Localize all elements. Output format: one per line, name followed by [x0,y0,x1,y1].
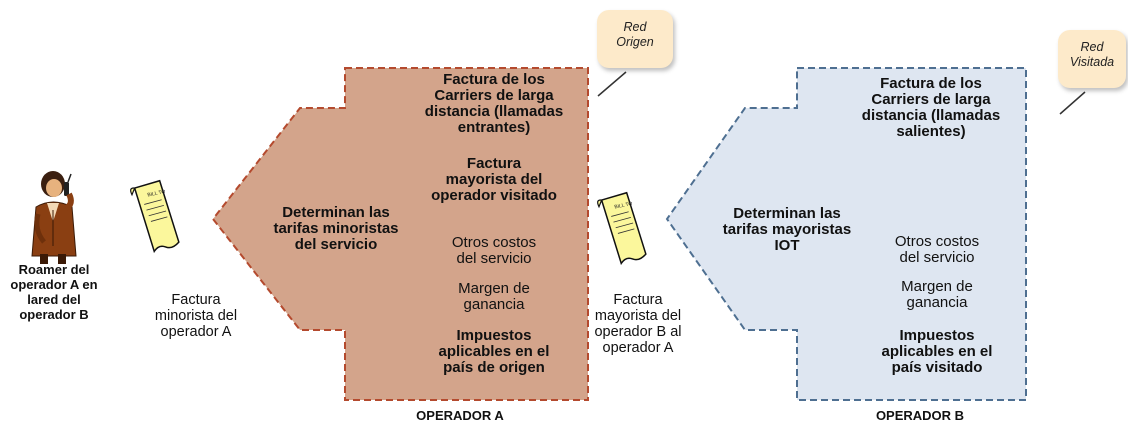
invoice-retail-label-line-3: operador A [160,324,232,340]
operator-b-footer-label: OPERADOR B [875,408,965,423]
operator-a-arrow-shape [211,67,589,401]
operator-a-other-costs-item: Otros costos del servicio [416,235,572,267]
invoice-retail-doc-text: BILL TO [147,189,166,199]
operator-a-taxes-item: Impuestos aplicables en el país de orige… [416,328,572,376]
operator-b-callout-line-2: Visitada [1069,55,1115,69]
operator-a-arrow-line-2: tarifas minoristas [273,220,399,237]
roamer-label-line-4: operador B [19,307,89,322]
operator-b-margin-line-2: ganancia [906,294,968,311]
operator-b-arrow-line-1: Determinan las [733,205,841,222]
operator-a-margin-line-2: ganancia [463,296,525,313]
invoice-wholesale-label-line-4: operador A [602,340,674,356]
operator-a-footer-label: OPERADOR A [416,408,504,423]
invoice-retail-document-icon: BILL TO [130,179,180,254]
operator-a-other-costs-line-1: Otros costos [451,234,537,251]
invoice-wholesale-label-line-3: operador B al [594,324,682,340]
operator-b-callout: Red Visitada [1058,30,1126,88]
invoice-retail-label-line-1: Factura [171,292,221,308]
operator-b-taxes-line-2: aplicables en el [881,343,993,360]
operator-a-margin-item: Margen de ganancia [416,281,572,313]
operator-a-callout-line-1: Red [623,20,647,34]
operator-b-taxes-item: Impuestos aplicables en el país visitado [862,328,1012,376]
invoice-retail-label: Factura minorista del operador A [140,292,252,340]
operator-a-arrow-line-1: Determinan las [282,204,390,221]
invoice-wholesale-label-line-1: Factura [613,292,663,308]
operator-a-other-costs-line-2: del servicio [456,250,532,267]
operator-a-taxes-line-1: Impuestos [456,327,532,344]
operator-b-carriers-item: Factura de los Carriers de larga distanc… [852,76,1010,140]
invoice-wholesale-document-icon: BILL TO [597,191,647,266]
operator-b-carriers-line-2: Carriers de larga [871,91,991,108]
operator-a-carriers-line-3: distancia (llamadas [424,103,564,120]
invoice-retail-label-line-2: minorista del [154,308,238,324]
operator-b-carriers-line-3: distancia (llamadas [861,107,1001,124]
operator-b-other-costs-item: Otros costos del servicio [862,234,1012,266]
operator-a-carriers-item: Factura de los Carriers de larga distanc… [416,72,572,136]
operator-b-callout-line-1: Red [1080,40,1104,54]
operator-a-carriers-line-2: Carriers de larga [434,87,554,104]
operator-a-callout-pointer [597,71,627,97]
operator-b-arrow-line-3: IOT [774,237,800,254]
roamer-label-line-2: operador A en [10,277,98,292]
operator-a-taxes-line-2: aplicables en el [438,343,550,360]
invoice-wholesale-doc-text: BILL TO [614,201,633,211]
operator-b-callout-pointer [1059,91,1086,115]
operator-b-arrow-line-2: tarifas mayoristas [722,221,852,238]
operator-b-carriers-line-1: Factura de los [880,75,982,92]
operator-a-taxes-line-3: país de origen [443,359,545,376]
invoice-wholesale-label-line-2: mayorista del [594,308,682,324]
operator-a-wholesale-item: Factura mayorista del operador visitado [416,156,572,204]
operator-b-margin-line-1: Margen de [901,278,973,295]
operator-b-margin-item: Margen de ganancia [862,279,1012,311]
operator-a-wholesale-line-2: mayorista del [445,171,543,188]
operator-a-wholesale-line-3: operador visitado [431,187,557,204]
roamer-label-line-1: Roamer del [18,262,90,277]
operator-b-arrow-label: Determinan las tarifas mayoristas IOT [712,206,862,254]
operator-a-arrow-label: Determinan las tarifas minoristas del se… [262,205,410,253]
operator-a-callout: Red Origen [597,10,673,68]
roamer-label: Roamer del operador A en lared del opera… [8,262,100,322]
operator-a-margin-line-1: Margen de [458,280,530,297]
operator-a-callout-line-2: Origen [616,35,654,49]
operator-a-carriers-line-4: entrantes) [457,119,531,136]
operator-b-taxes-line-3: país visitado [891,359,983,376]
operator-b-other-costs-line-2: del servicio [899,249,975,266]
operator-b-carriers-line-4: salientes) [896,123,966,140]
invoice-wholesale-label: Factura mayorista del operador B al oper… [578,292,698,356]
operator-b-arrow-shape [665,67,1027,401]
operator-a-wholesale-line-1: Factura [466,155,522,172]
operator-b-other-costs-line-1: Otros costos [894,233,980,250]
operator-a-carriers-line-1: Factura de los [443,71,545,88]
operator-b-taxes-line-1: Impuestos [899,327,975,344]
person-phone-icon [31,171,77,264]
operator-a-arrow-line-3: del servicio [294,236,378,253]
roamer-label-line-3: lared del [27,292,81,307]
